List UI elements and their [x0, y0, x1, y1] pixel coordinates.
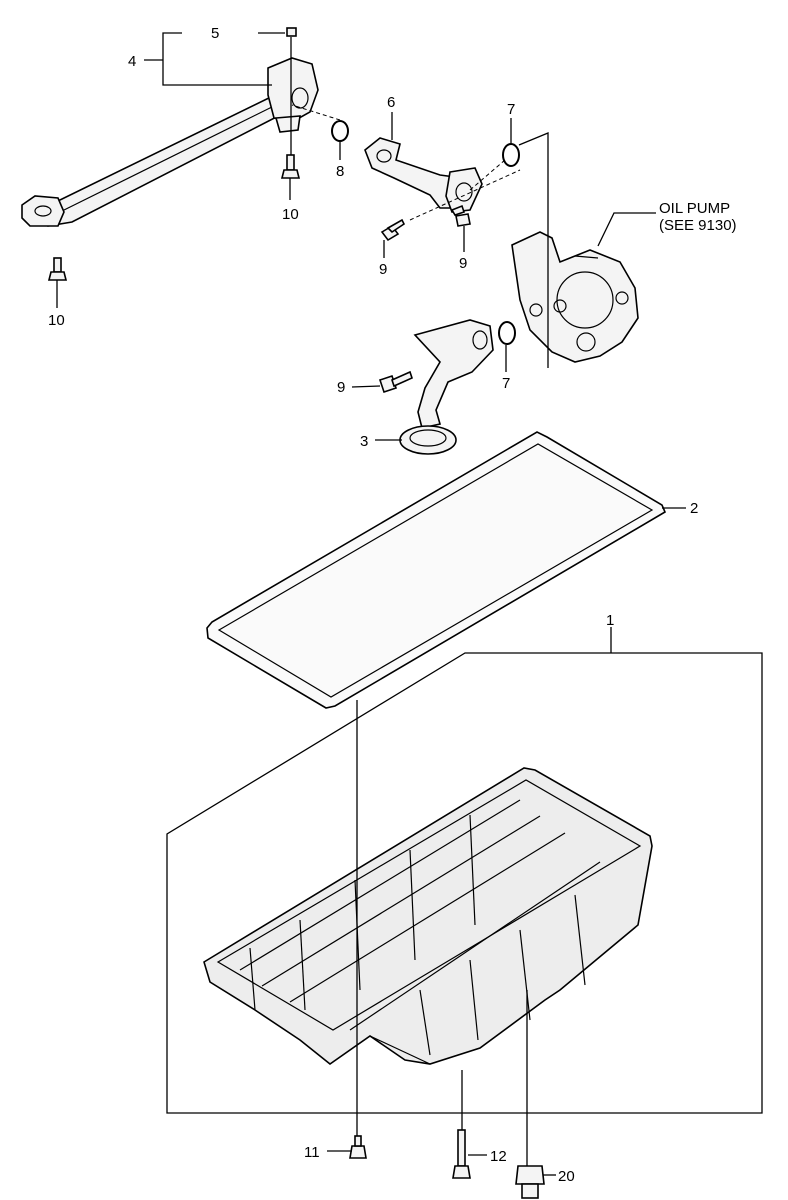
oil-strainer	[399, 319, 494, 455]
callout-10-lower: 10	[48, 312, 65, 329]
pickup-pipe-upper	[364, 137, 483, 213]
bolt-9-right	[450, 204, 471, 227]
oil-pan-gasket	[206, 431, 667, 709]
callout-7-upper: 7	[507, 101, 515, 118]
callout-11: 11	[304, 1144, 320, 1161]
callout-1: 1	[606, 612, 614, 629]
callout-9-lower: 9	[337, 379, 345, 396]
callout-4: 4	[128, 53, 136, 70]
bolt-12	[452, 1129, 471, 1179]
bolt-9-lower	[378, 370, 413, 394]
callout-6: 6	[387, 94, 395, 111]
callout-9-left: 9	[379, 261, 387, 278]
callout-8: 8	[336, 163, 344, 180]
oil-pump-note-line2: (SEE 9130)	[659, 217, 737, 234]
oil-pump	[511, 231, 639, 363]
o-ring-7-lower	[498, 321, 516, 345]
callout-2: 2	[690, 500, 698, 517]
callout-9-right: 9	[459, 255, 467, 272]
o-ring-8	[331, 120, 349, 142]
callout-3: 3	[360, 433, 368, 450]
callout-10-upper: 10	[282, 206, 299, 223]
callout-20: 20	[558, 1168, 575, 1185]
bolt-10-upper	[280, 154, 301, 179]
oil-pump-note-line1: OIL PUMP	[659, 200, 730, 217]
bolt-10-lower	[47, 257, 68, 281]
oil-tube-assembly	[21, 27, 319, 227]
callout-5: 5	[211, 25, 219, 42]
callout-7-lower: 7	[502, 375, 510, 392]
oil-pan	[203, 767, 653, 1065]
bolt-9-left	[380, 218, 406, 242]
o-ring-7-upper	[502, 143, 520, 167]
callout-12: 12	[490, 1148, 507, 1165]
bolt-11	[349, 1135, 367, 1159]
drain-plug-20	[515, 1165, 545, 1199]
